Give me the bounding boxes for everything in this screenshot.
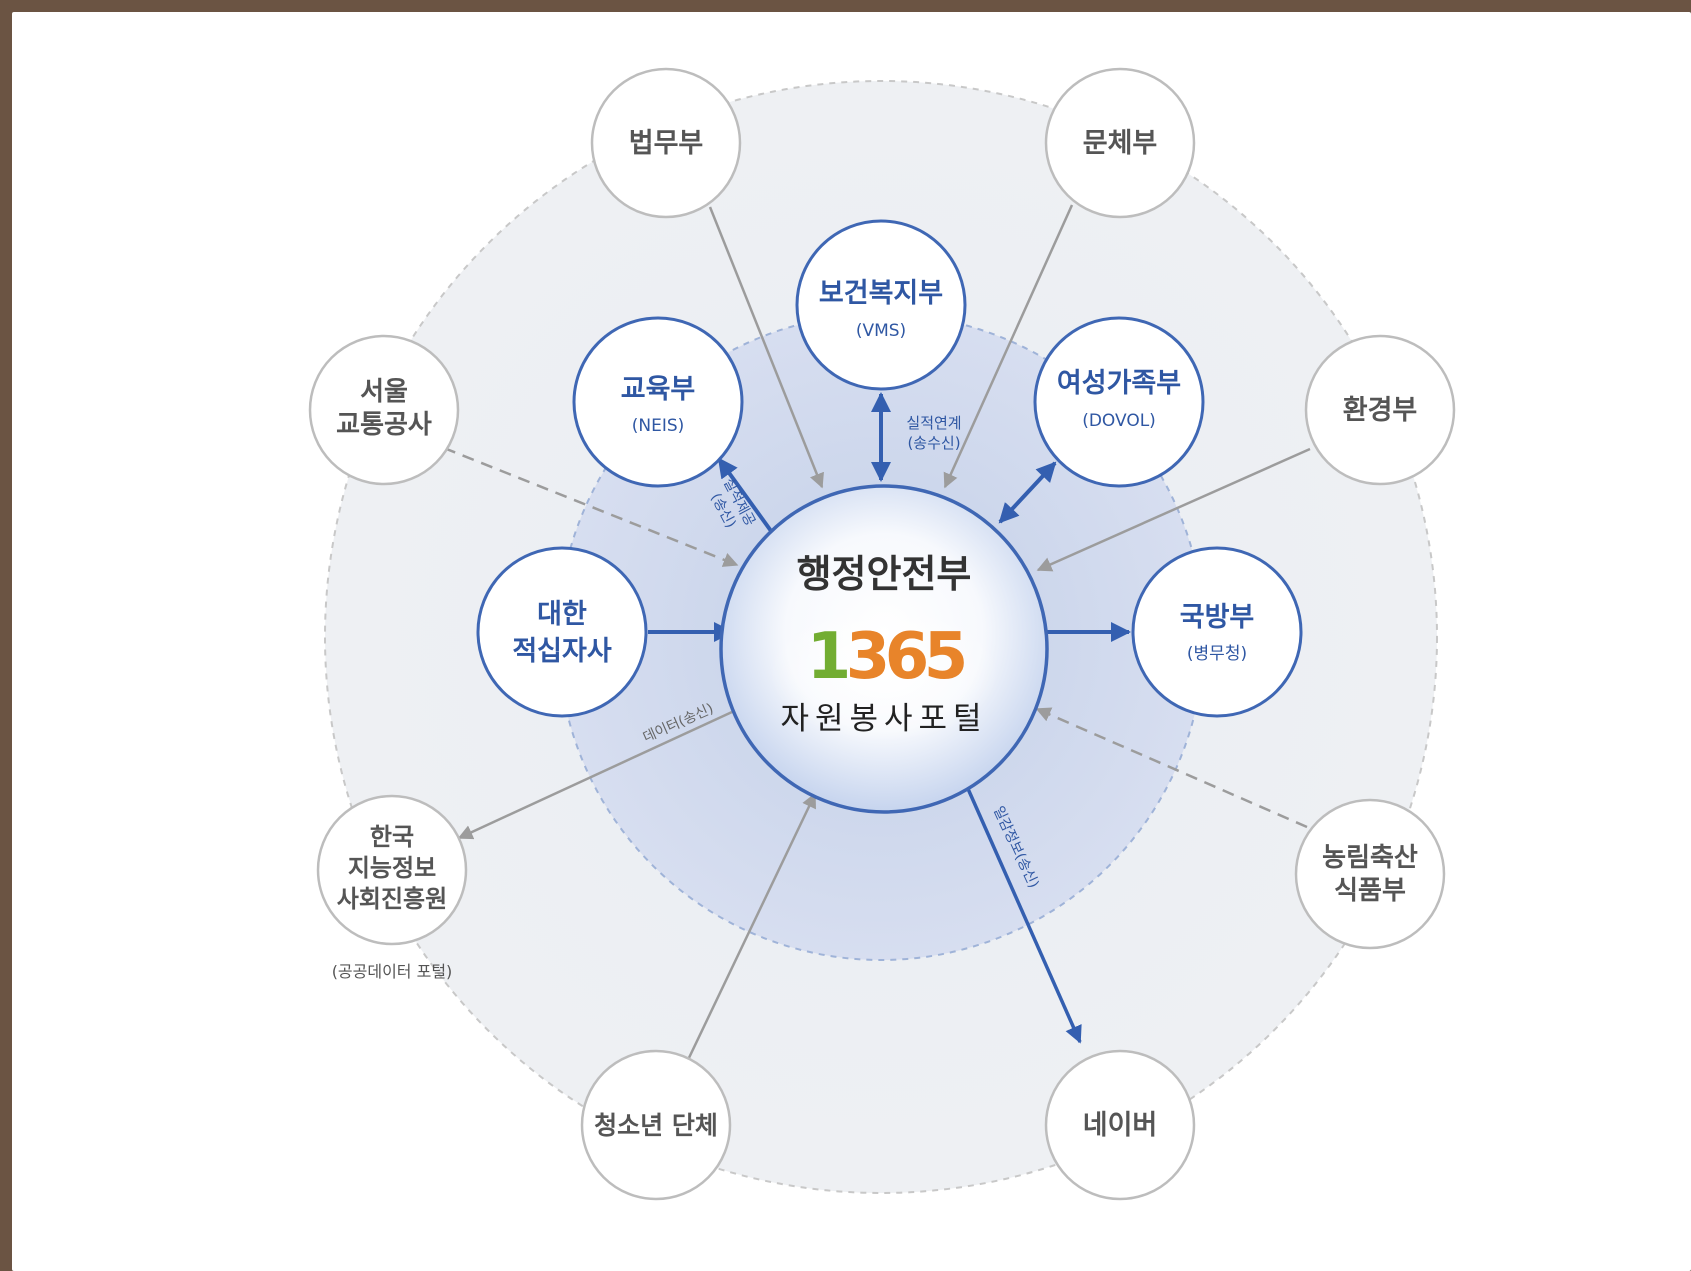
- node-youth[interactable]: 청소년 단체: [580, 1049, 732, 1201]
- logo-glow: [769, 602, 999, 742]
- node-naver-label: 네이버: [1083, 1110, 1158, 1141]
- node-agriculture-label-1: 농림축산: [1322, 843, 1418, 873]
- node-nia-caption: (공공데이터 포털): [332, 962, 453, 981]
- node-metro-label-2: 교통공사: [336, 410, 432, 440]
- logo-digit-3: 3: [846, 620, 891, 694]
- node-redcross-label-2: 적십자사: [512, 636, 612, 667]
- arrow-culture: [943, 204, 1074, 489]
- node-agriculture-label-2: 식품부: [1334, 876, 1406, 906]
- arrow-agriculture: [1035, 707, 1308, 829]
- node-education-system: (NEIS): [632, 416, 685, 436]
- node-environment-label: 환경부: [1343, 395, 1418, 426]
- node-youth-label: 청소년 단체: [594, 1111, 718, 1140]
- node-health-name: 보건복지부: [819, 278, 943, 309]
- node-metro-label-1: 서울: [360, 377, 408, 407]
- arrow-naver: [963, 781, 1082, 1044]
- node-justice-label: 법무부: [629, 128, 704, 159]
- label-health-link-1: 실적연계: [906, 414, 961, 432]
- logo-digit-1: 1: [807, 620, 852, 694]
- center-title: 행정안전부: [797, 552, 972, 596]
- node-nia-label-2: 지능정보: [348, 854, 436, 882]
- node-education-name: 교육부: [621, 374, 696, 405]
- node-justice[interactable]: 법무부: [590, 67, 742, 219]
- node-gender-system: (DOVOL): [1082, 411, 1156, 431]
- node-health-system: (VMS): [856, 321, 906, 341]
- logo-1365: 1 3 6 5: [807, 620, 969, 694]
- node-health[interactable]: 보건복지부 (VMS): [795, 219, 967, 391]
- data-linkage-diagram: 실적연계 (송수신) 실적제공 (송신) 데이터(송신) 일감정보(송신) 법무…: [308, 67, 1456, 1201]
- node-gender-name: 여성가족부: [1057, 368, 1181, 399]
- arrow-education: [717, 457, 781, 544]
- node-nia[interactable]: 한국 지능정보 사회진흥원: [316, 794, 468, 946]
- arrow-youth: [685, 792, 817, 1063]
- label-health-link-2: (송수신): [907, 434, 960, 452]
- arrow-nia: [457, 710, 733, 840]
- arrow-gender: [998, 461, 1057, 524]
- logo-subtitle: 자원봉사포털: [780, 701, 987, 737]
- node-defense[interactable]: 국방부 (병무청): [1131, 546, 1303, 718]
- arrow-environment: [1036, 447, 1311, 572]
- node-center[interactable]: 행정안전부 1 3 6 5 자원봉사포털: [719, 484, 1049, 814]
- inner-connectors: [648, 392, 1131, 1044]
- node-metro[interactable]: 서울 교통공사: [308, 334, 460, 486]
- diagram-frame: 실적연계 (송수신) 실적제공 (송신) 데이터(송신) 일감정보(송신) 법무…: [12, 12, 1691, 1271]
- outer-connectors: [443, 204, 1311, 1063]
- node-redcross[interactable]: 대한 적십자사: [476, 546, 648, 718]
- arrow-metro: [443, 446, 739, 567]
- logo-digit-5: 5: [924, 620, 969, 694]
- node-environment[interactable]: 환경부: [1304, 334, 1456, 486]
- node-culture[interactable]: 문체부: [1044, 67, 1196, 219]
- node-naver[interactable]: 네이버: [1044, 1049, 1196, 1201]
- logo-digit-6: 6: [885, 620, 930, 694]
- node-defense-name: 국방부: [1180, 602, 1255, 633]
- node-gender[interactable]: 여성가족부 (DOVOL): [1033, 316, 1205, 488]
- arrow-justice: [708, 206, 824, 489]
- node-culture-label: 문체부: [1083, 128, 1158, 159]
- node-nia-label-1: 한국: [370, 823, 414, 851]
- node-agriculture[interactable]: 농림축산 식품부: [1294, 798, 1446, 950]
- node-defense-system: (병무청): [1187, 644, 1247, 664]
- node-redcross-label-1: 대한: [537, 599, 587, 630]
- node-education[interactable]: 교육부 (NEIS): [572, 316, 744, 488]
- node-nia-label-3: 사회진흥원: [337, 885, 447, 913]
